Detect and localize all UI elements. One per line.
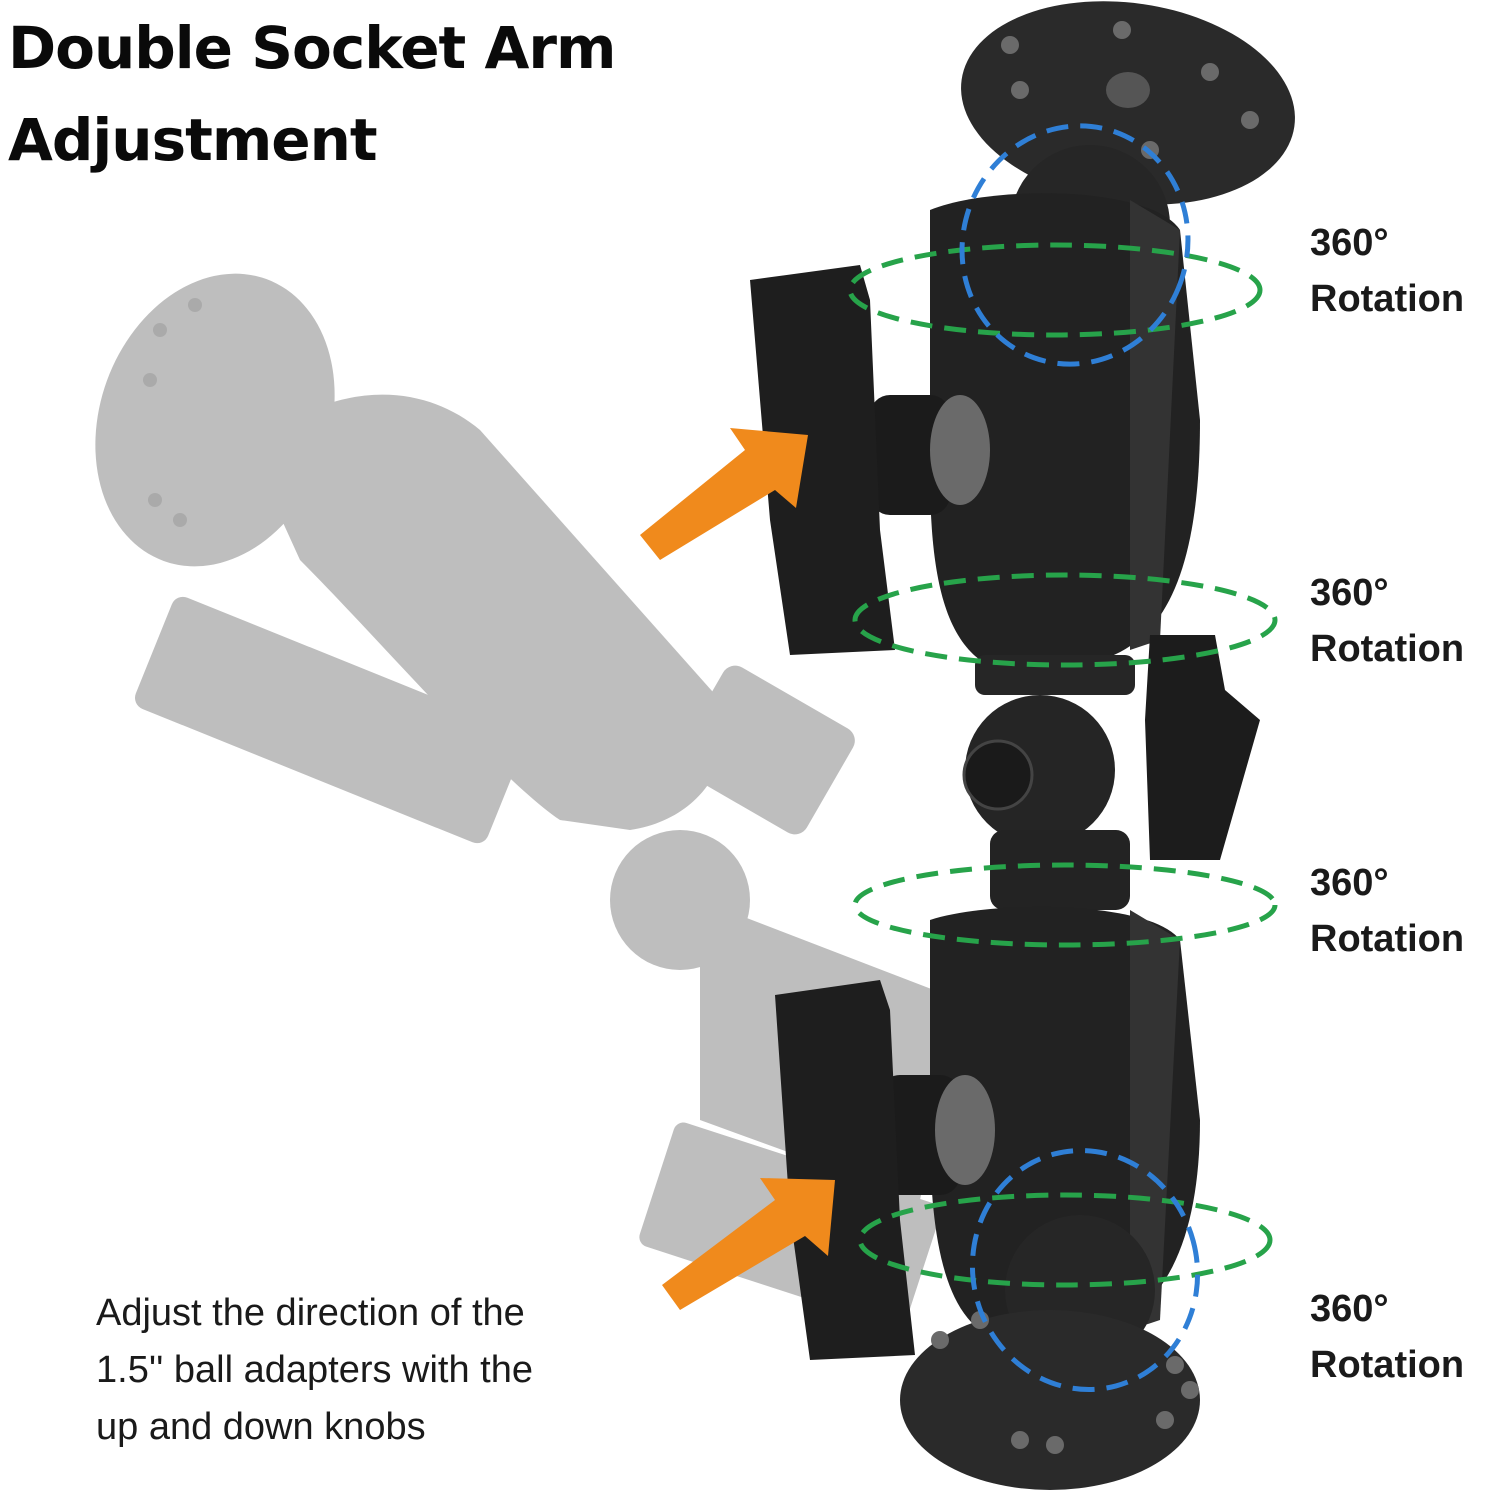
rotation-text: Rotation (1310, 1344, 1465, 1386)
tilt-rings (959, 123, 1201, 1392)
caption-line-1: Adjust the direction of the (96, 1292, 525, 1334)
rotation-degree: 360° (1310, 572, 1389, 614)
rotation-ring-2 (852, 572, 1278, 668)
rotation-label-4: 360° Rotation (1310, 1281, 1464, 1393)
rotation-ring-3 (852, 862, 1278, 948)
middle-t-knob (1145, 635, 1260, 860)
caption-line-3: up and down knobs (96, 1406, 426, 1448)
ghost-knob-upper (134, 596, 526, 844)
upper-t-knob (750, 265, 895, 655)
rotation-label-1: 360° Rotation (1310, 215, 1464, 327)
page-title: Double Socket Arm Adjustment (8, 2, 616, 186)
rotation-degree: 360° (1310, 862, 1389, 904)
tilt-ring-top (959, 123, 1191, 367)
ghost-socket-arm (250, 394, 726, 830)
main-mount (750, 1, 1295, 1490)
bottom-base-plate (900, 1310, 1200, 1490)
rotation-text: Rotation (1310, 628, 1465, 670)
rotation-label-2: 360° Rotation (1310, 565, 1464, 677)
orange-arrow-icon (640, 428, 835, 1310)
ghost-knob-mid (675, 665, 855, 835)
adjust-caption: Adjust the direction of the 1.5'' ball a… (96, 1285, 696, 1456)
rotation-ring-1 (847, 242, 1263, 338)
lower-t-knob (775, 980, 915, 1360)
title-line-2: Adjustment (8, 106, 378, 174)
rotation-degree: 360° (1310, 222, 1389, 264)
rotation-degree: 360° (1310, 1288, 1389, 1330)
rotation-text: Rotation (1310, 918, 1465, 960)
rotation-label-3: 360° Rotation (1310, 855, 1464, 967)
rotation-ring-4 (857, 1192, 1273, 1288)
caption-line-2: 1.5'' ball adapters with the (96, 1349, 533, 1391)
orange-arrow-icon (640, 428, 808, 560)
orange-arrow-icon (662, 1178, 835, 1310)
rotation-text: Rotation (1310, 278, 1465, 320)
tilt-ring-bottom (969, 1148, 1201, 1392)
rotation-rings (847, 242, 1278, 1288)
title-line-1: Double Socket Arm (8, 14, 616, 82)
